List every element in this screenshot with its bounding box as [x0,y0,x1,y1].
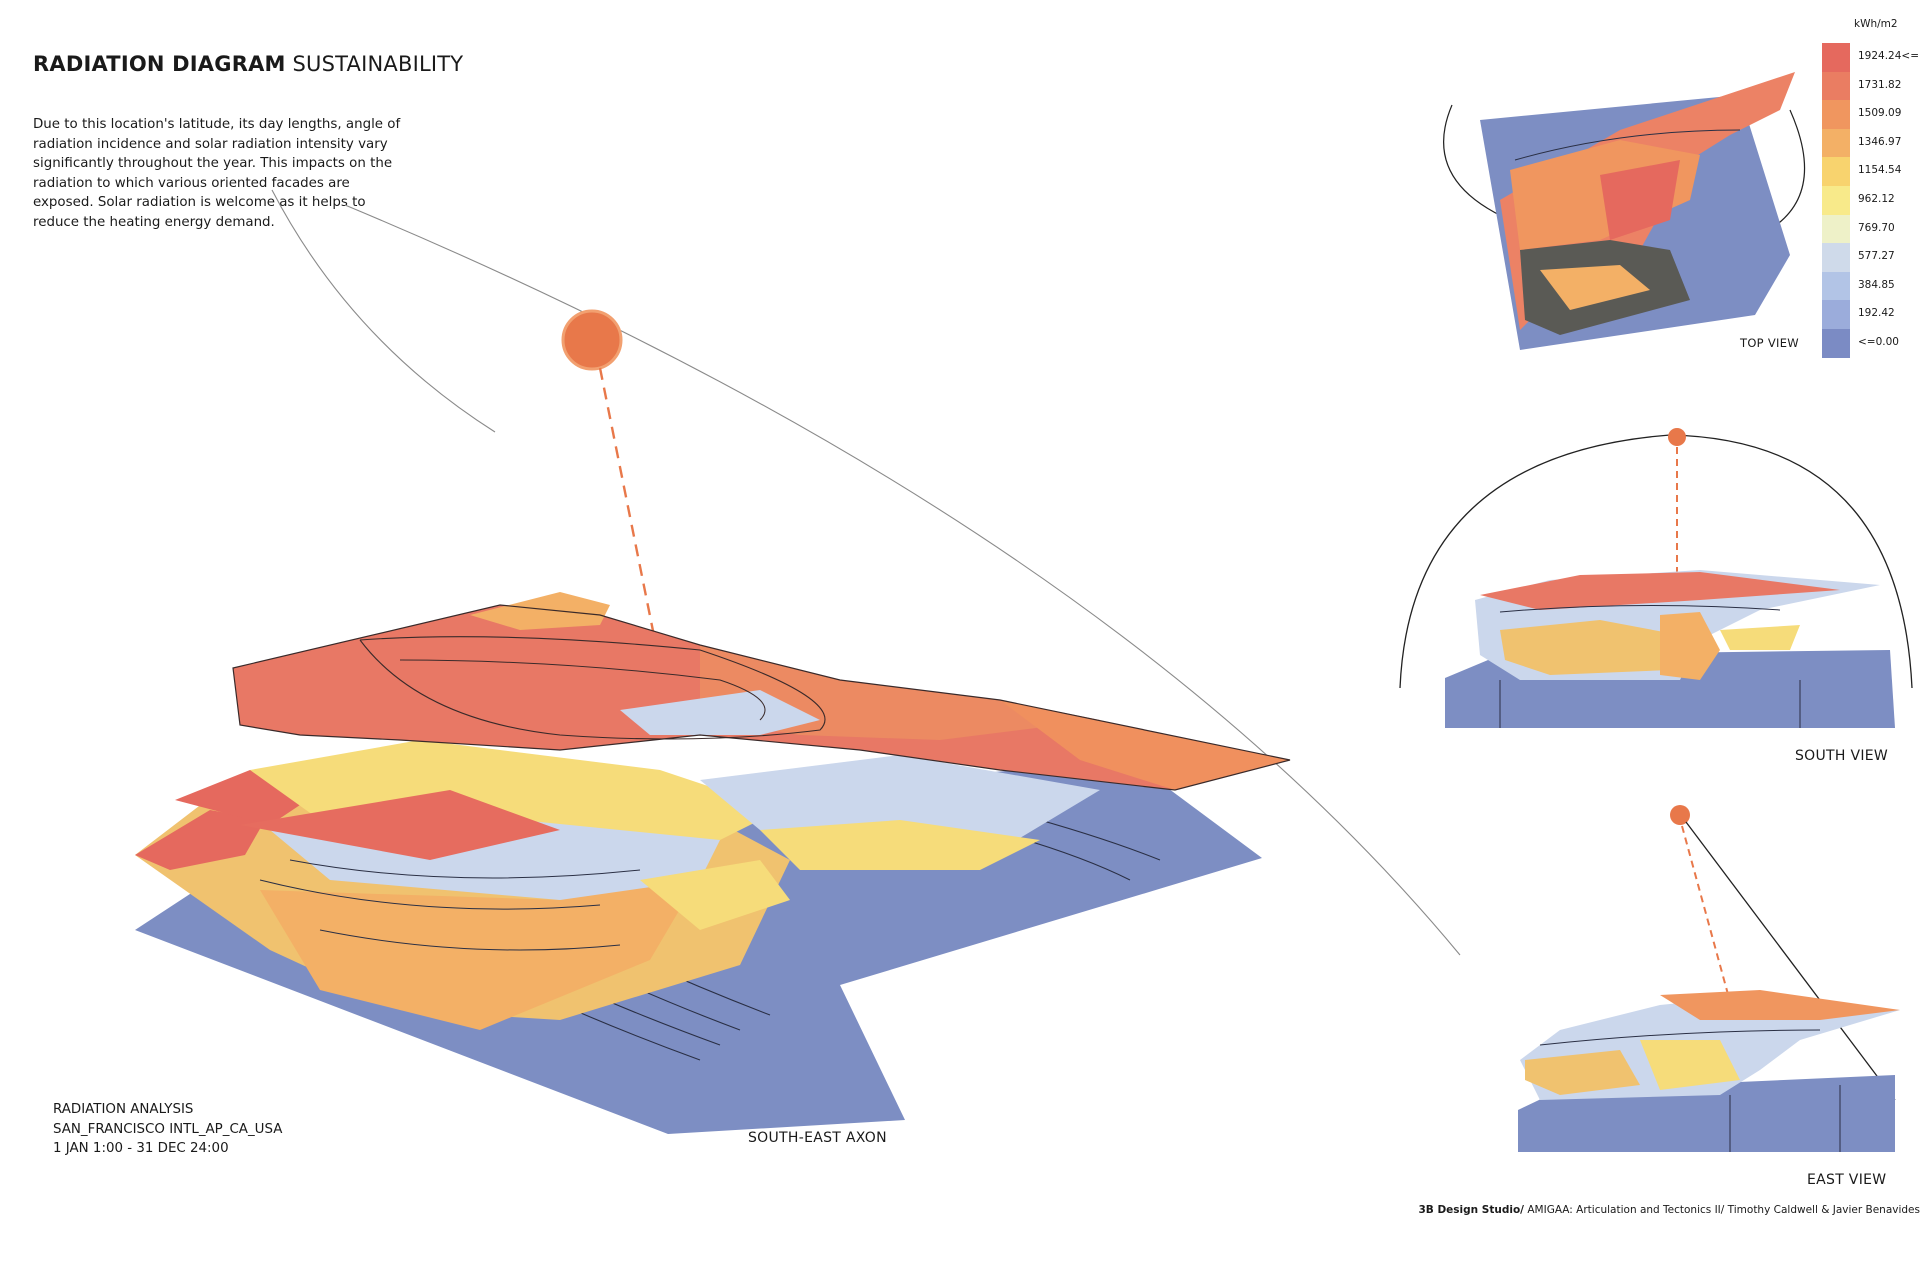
legend-value-label: 384.85 [1858,278,1895,291]
legend-value-label: 1154.54 [1858,164,1902,177]
analysis-line-1: RADIATION ANALYSIS [53,1102,194,1117]
south-view-label: SOUTH VIEW [1795,748,1889,764]
legend-swatch [1822,271,1850,301]
credit-line: 3B Design Studio/ AMIGAA: Articulation a… [1418,1204,1920,1216]
legend-swatch [1822,186,1850,215]
title-bold: RADIATION DIAGRAM [33,52,286,76]
analysis-info: RADIATION ANALYSIS SAN_FRANCISCO INTL_AP… [53,1100,282,1159]
legend-unit: kWh/m2 [1854,18,1898,30]
east-view-label: EAST VIEW [1807,1172,1887,1188]
legend-swatch [1822,243,1850,272]
legend-swatch [1822,128,1850,158]
legend-value-label: 769.70 [1858,221,1895,234]
sun-icon [561,309,623,371]
title-light: SUSTAINABILITY [292,52,464,76]
credit-studio: 3B Design Studio/ [1418,1204,1525,1216]
analysis-line-3: 1 JAN 1:00 - 31 DEC 24:00 [53,1141,229,1156]
legend-value-label: 577.27 [1858,250,1895,263]
legend-value-label: 1346.97 [1858,135,1902,148]
south-sun-icon [1668,428,1686,446]
legend-value-label: 192.42 [1858,307,1895,320]
axon-building-lower [135,740,1100,1030]
legend-value-label: 962.12 [1858,193,1895,205]
legend-value-label: 1731.82 [1858,78,1902,91]
legend-swatch [1822,214,1850,244]
legend-value-label: <=0.00 [1858,336,1899,348]
page-title: RADIATION DIAGRAM SUSTAINABILITY [33,52,463,76]
east-view-drawing [1518,805,1900,1152]
intro-paragraph: Due to this location's latitude, its day… [33,117,401,230]
legend-swatch [1822,329,1850,358]
sun-ray-line [344,204,1461,956]
south-view-drawing [1399,428,1913,728]
legend-value-label: 1924.24<= [1858,50,1920,62]
legend-swatch [1822,300,1850,329]
sun-path-arc [271,189,496,433]
top-view-label: TOP VIEW [1740,336,1799,350]
legend-swatch [1822,71,1850,101]
east-sun-icon [1670,805,1690,825]
legend-swatch [1822,100,1850,129]
top-view-drawing [1443,72,1806,350]
axon-roof [232,592,1291,791]
analysis-line-2: SAN_FRANCISCO INTL_AP_CA_USA [53,1121,283,1137]
axon-view-label: SOUTH-EAST AXON [748,1130,887,1146]
legend-swatch [1822,43,1850,72]
legend-value-label: 1509.09 [1858,107,1902,120]
legend-swatch [1822,157,1850,186]
credit-text: AMIGAA: Articulation and Tectonics II/ T… [1524,1204,1920,1216]
